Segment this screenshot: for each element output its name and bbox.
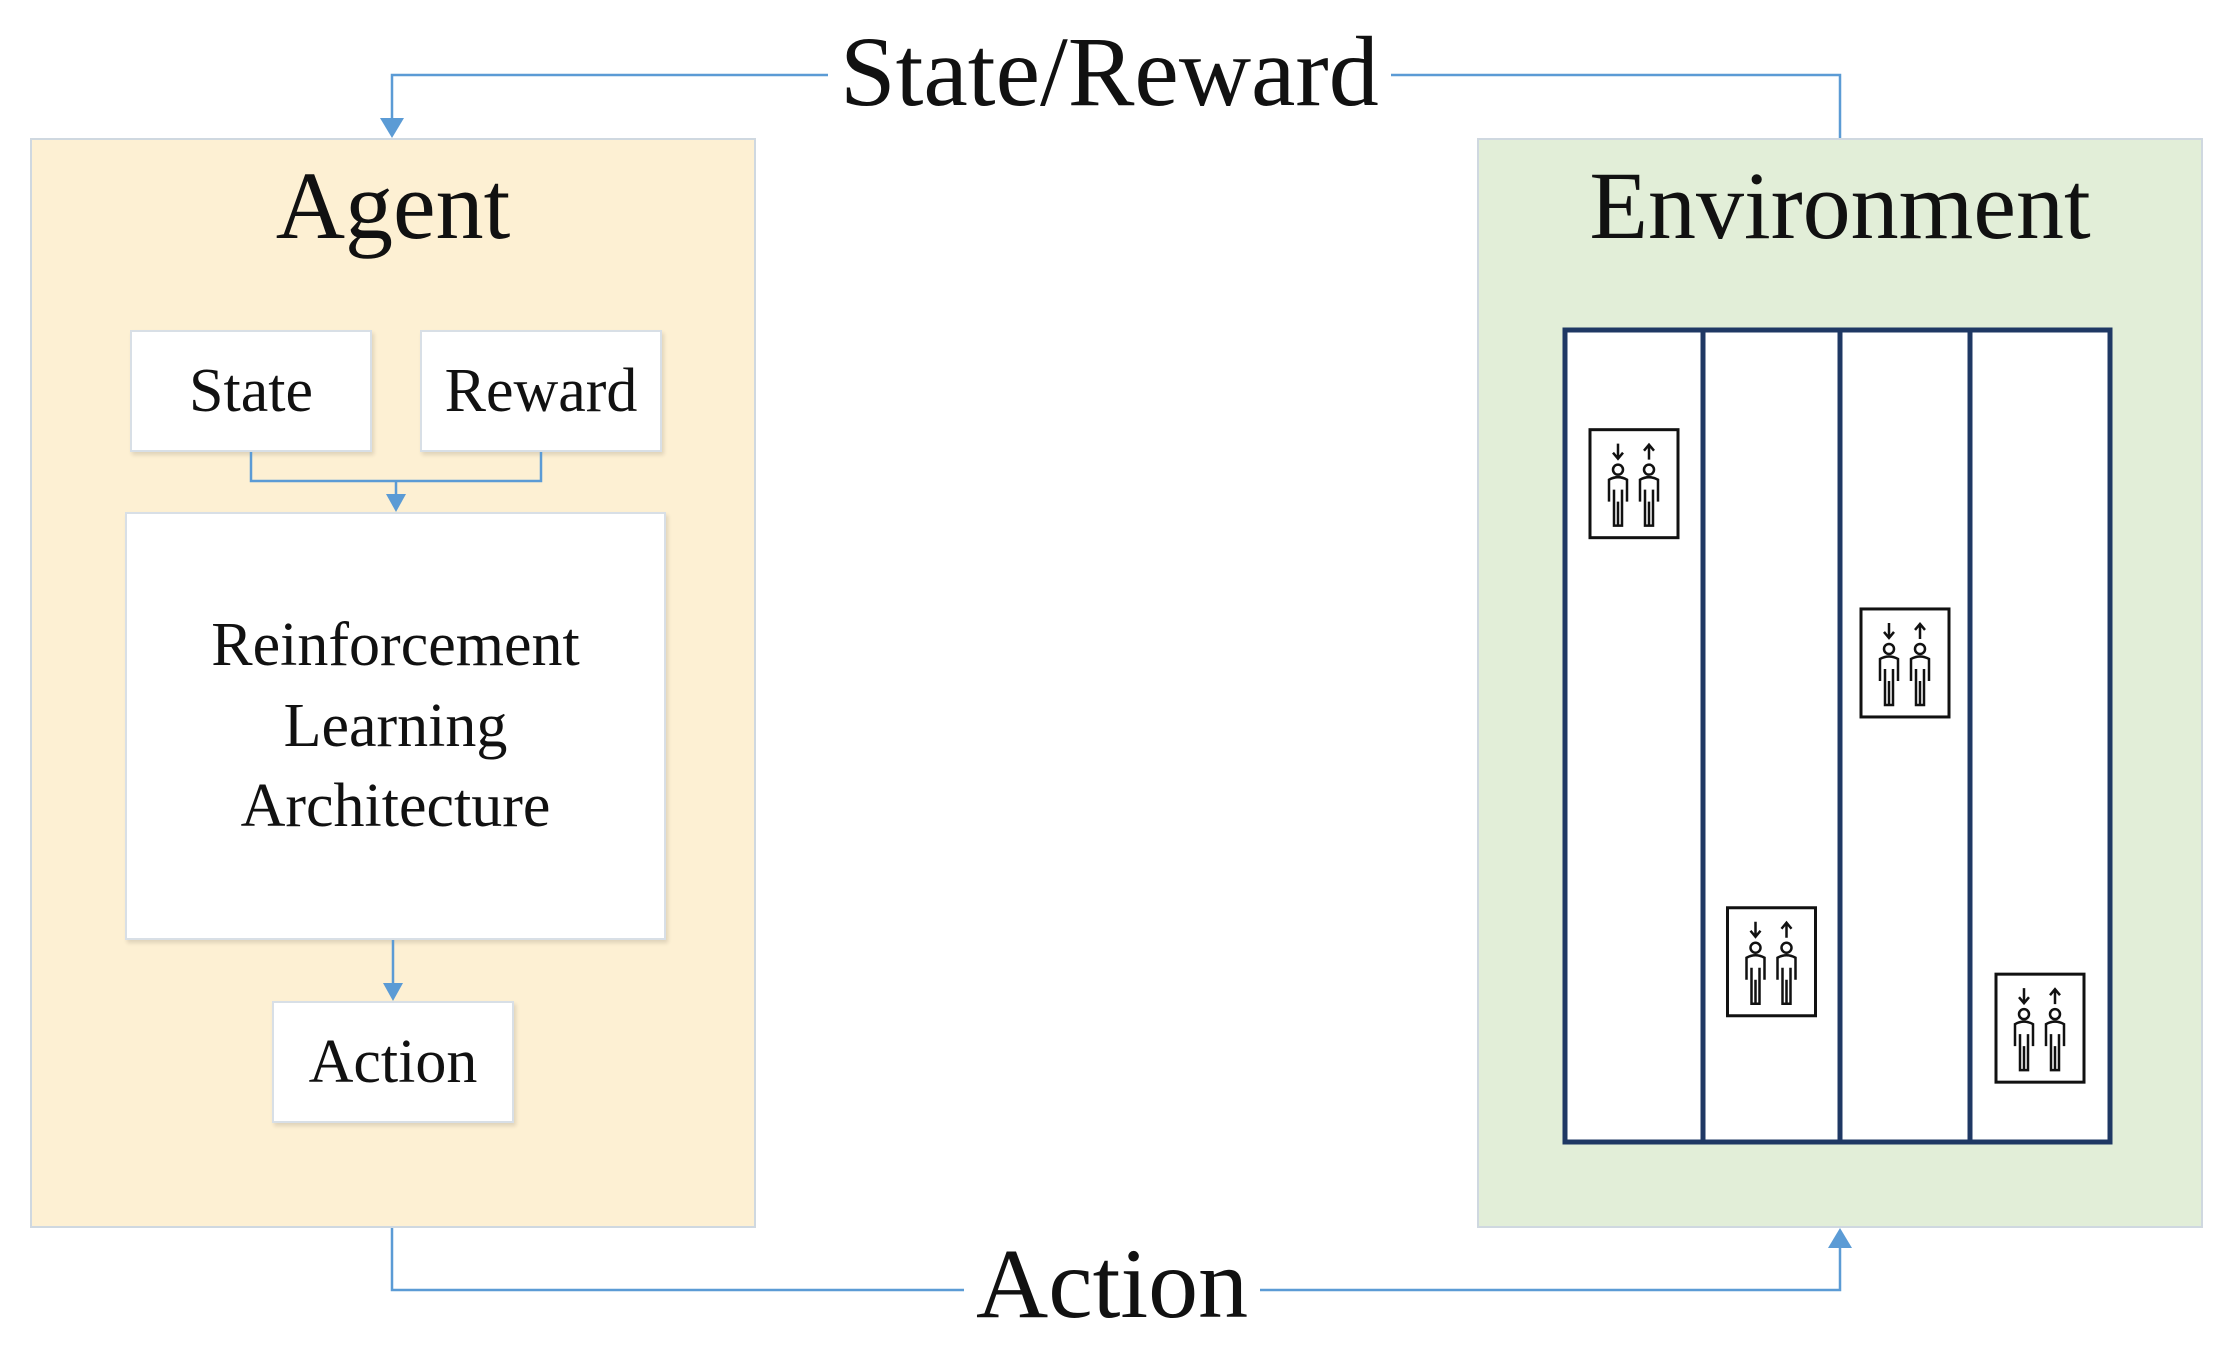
person-icon-head	[1642, 463, 1656, 476]
state-reward-arrowhead	[380, 118, 404, 138]
up-arrow-icon	[1914, 622, 1926, 639]
person-icon-body	[2044, 1020, 2066, 1072]
elevator-car-2	[1726, 906, 1817, 1018]
elevator-car-3	[1859, 607, 1951, 719]
action-arrowhead	[1828, 1228, 1852, 1248]
person-icon-body	[1638, 475, 1660, 527]
person-icon-head	[1913, 642, 1927, 656]
down-arrow-icon	[1612, 443, 1624, 461]
down-arrow-icon	[1749, 921, 1762, 939]
elevator-car-4	[1994, 972, 2086, 1084]
person-icon-head	[2048, 1007, 2062, 1021]
agent-title: Agent	[275, 152, 511, 259]
up-arrow-icon	[2049, 987, 2061, 1005]
person-icon-head	[1611, 463, 1625, 476]
person-icon-body	[1776, 954, 1797, 1006]
person-icon-head	[2017, 1007, 2031, 1021]
merge-arrowhead	[386, 494, 406, 512]
person-icon-body	[1607, 475, 1629, 527]
person-icon-head	[1749, 941, 1762, 955]
rl-line-1: Reinforcement	[211, 611, 580, 680]
state-box: State	[130, 330, 372, 452]
down-arrow-icon	[1883, 622, 1895, 640]
up-arrow-icon	[1780, 920, 1793, 938]
reward-box: Reward	[420, 330, 662, 452]
person-icon-head	[1780, 941, 1793, 955]
down-arrow-icon	[2018, 988, 2030, 1006]
rl-architecture-box: Reinforcement Learning Architecture	[125, 512, 666, 940]
state-reward-label: State/Reward	[828, 22, 1391, 122]
person-icon-body	[1745, 954, 1766, 1006]
person-icon-head	[1882, 642, 1896, 656]
person-icon-body	[2013, 1020, 2035, 1072]
elevator-car-1	[1588, 428, 1680, 540]
person-icon-body	[1878, 655, 1900, 707]
person-icon-body	[1909, 655, 1931, 707]
environment-title: Environment	[1589, 152, 2091, 259]
rl-line-3: Architecture	[240, 772, 551, 841]
rl-line-2: Learning	[283, 691, 508, 760]
action-label: Action	[964, 1234, 1261, 1334]
rl-to-action-arrowhead	[383, 983, 403, 1001]
up-arrow-icon	[1643, 442, 1655, 460]
action-box: Action	[272, 1001, 514, 1123]
